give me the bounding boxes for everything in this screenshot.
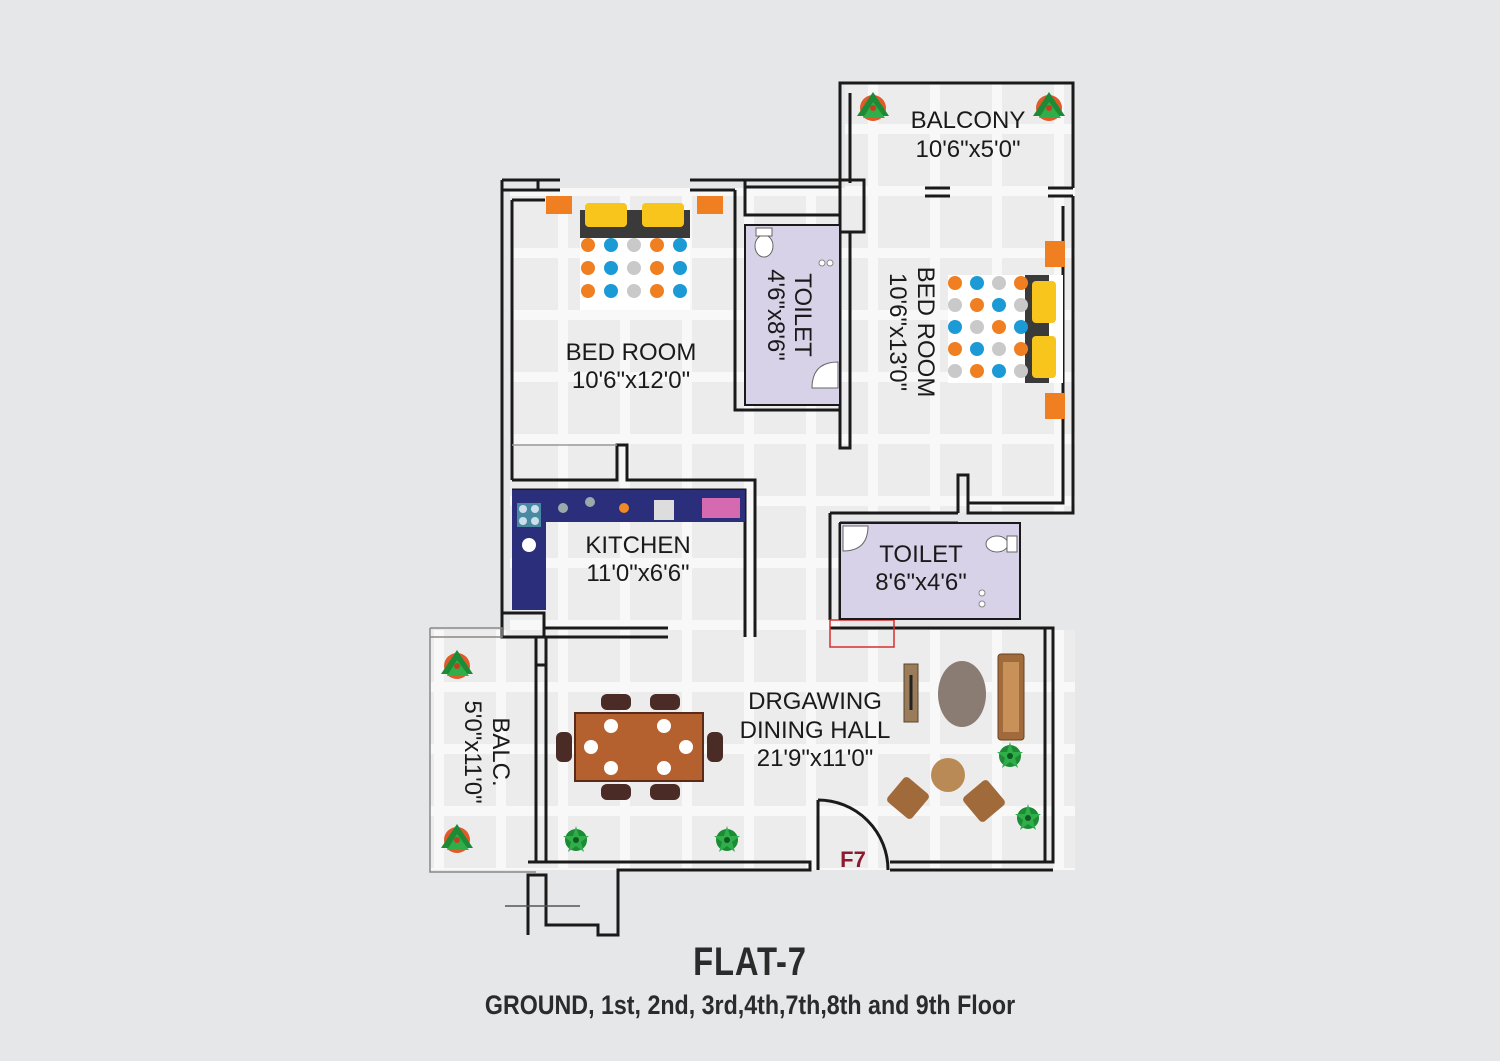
- bed-dot: [948, 364, 962, 378]
- bed-dot: [673, 238, 687, 252]
- kitchen-size: 11'0"x6'6": [586, 560, 689, 587]
- balcony-left-size: 5'0"x11'0": [459, 700, 486, 803]
- bedroom-left-name: BED ROOM: [566, 339, 697, 366]
- bed-dot: [650, 238, 664, 252]
- bed-dot: [581, 284, 595, 298]
- bedroom-right-name: BED ROOM: [912, 267, 939, 398]
- toilet-right-name: TOILET: [879, 541, 963, 568]
- bed-dot: [1014, 298, 1028, 312]
- bed-dot: [581, 238, 595, 252]
- bed-dot: [1014, 364, 1028, 378]
- bed-dot: [673, 261, 687, 275]
- bed-dot: [992, 342, 1006, 356]
- bed-dot: [627, 284, 641, 298]
- bed-dot: [948, 320, 962, 334]
- bed-dot: [948, 342, 962, 356]
- bed-dot: [1014, 342, 1028, 356]
- bed-right: [948, 241, 1065, 419]
- living-furniture: [887, 653, 1025, 822]
- toilet-right-size: 8'6"x4'6": [875, 569, 967, 596]
- bed-dot: [650, 261, 664, 275]
- bed-dot: [970, 342, 984, 356]
- bed-dot: [627, 238, 641, 252]
- dining-table: [556, 694, 723, 800]
- bed-dot: [948, 298, 962, 312]
- drawing-name-line1: DRGAWING: [748, 688, 882, 715]
- bed-dot: [992, 364, 1006, 378]
- entrance-door[interactable]: [816, 798, 890, 871]
- bed-dot: [650, 284, 664, 298]
- bed-dot: [970, 320, 984, 334]
- bed-dot: [992, 320, 1006, 334]
- toilet-mid-name: TOILET: [789, 273, 816, 357]
- bed-left: [546, 196, 723, 310]
- bed-dot: [673, 284, 687, 298]
- balcony-left-name: BALC.: [487, 717, 514, 786]
- floor-subtitle: GROUND, 1st, 2nd, 3rd,4th,7th,8th and 9t…: [484, 990, 1016, 1020]
- toilet-right: [839, 522, 1021, 620]
- toilet-mid: [744, 224, 841, 406]
- flat-title: FLAT-7: [693, 940, 807, 984]
- bed-dot: [604, 284, 618, 298]
- bedroom-right-size: 10'6"x13'0": [884, 273, 911, 391]
- kitchen-name: KITCHEN: [585, 532, 690, 559]
- drawing-name-line2: DINING HALL: [740, 717, 891, 744]
- bed-dot: [948, 276, 962, 290]
- bed-dot: [604, 261, 618, 275]
- bed-dot: [1014, 276, 1028, 290]
- balcony-top-size: 10'6"x5'0": [916, 136, 1021, 163]
- bed-dot: [992, 276, 1006, 290]
- bed-dot: [627, 261, 641, 275]
- kitchen-counter: [512, 490, 745, 610]
- bed-dot: [604, 238, 618, 252]
- bed-dot: [1014, 320, 1028, 334]
- bedroom-left-size: 10'6"x12'0": [572, 367, 690, 394]
- balcony-top-name: BALCONY: [911, 107, 1026, 134]
- bed-dot: [992, 298, 1006, 312]
- entrance-label: F7: [840, 847, 866, 872]
- drawing-size: 21'9"x11'0": [757, 745, 874, 772]
- bed-dot: [970, 276, 984, 290]
- bed-dot: [581, 261, 595, 275]
- bed-dot: [970, 298, 984, 312]
- room-labels: BALCONY 10'6"x5'0" BED ROOM 10'6"x12'0" …: [459, 107, 1025, 872]
- bed-dot: [970, 364, 984, 378]
- toilet-mid-size: 4'6"x8'6": [762, 269, 789, 361]
